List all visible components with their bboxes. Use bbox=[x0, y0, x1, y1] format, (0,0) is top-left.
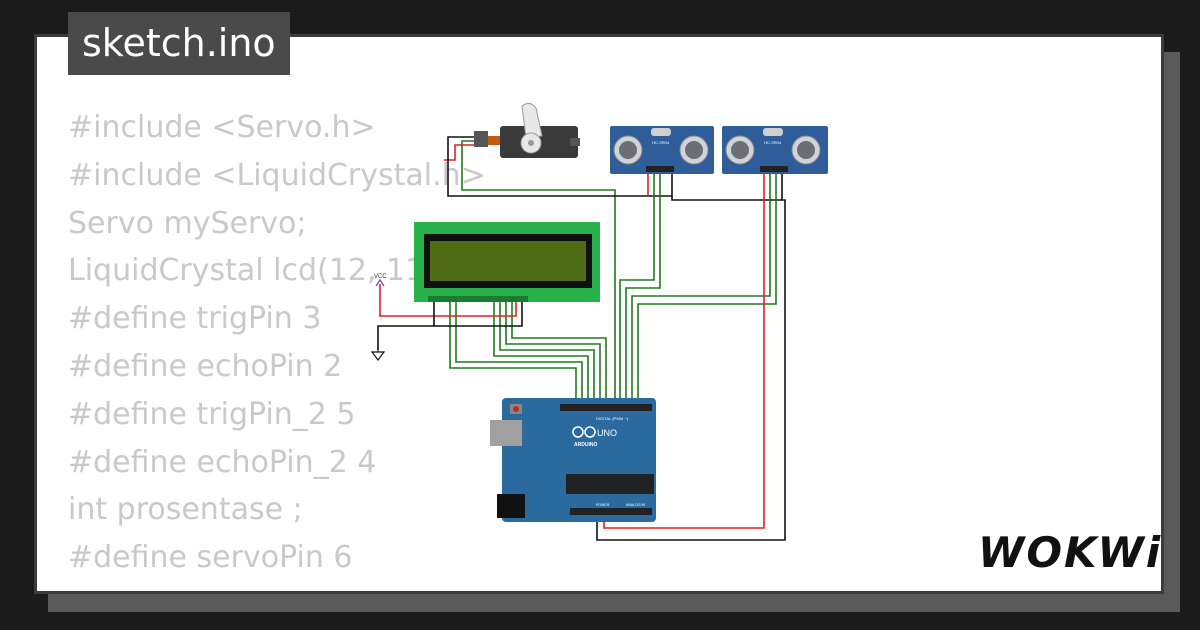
sensor2-wire bbox=[637, 172, 777, 404]
code-line: #include <Servo.h> bbox=[68, 110, 376, 145]
lcd-wire bbox=[499, 302, 595, 404]
lcd-wire bbox=[493, 302, 589, 404]
analog-label: ANALOG IN bbox=[626, 503, 646, 507]
lcd-display[interactable] bbox=[414, 222, 600, 302]
lcd-wire bbox=[449, 302, 577, 404]
code-line: #define trigPin 3 bbox=[68, 301, 322, 337]
code-line: #define trigPin_2 5 bbox=[68, 396, 356, 432]
sketch-title: sketch.ino bbox=[68, 12, 290, 75]
arduino-label: ARDUINO bbox=[574, 442, 597, 448]
code-line: LiquidCrystal lcd(12, 11 bbox=[68, 253, 425, 289]
code-line: #include <LiquidCrystal.h> bbox=[68, 157, 486, 193]
sensor2-vcc-wire bbox=[603, 172, 765, 529]
ground-symbol bbox=[370, 350, 386, 361]
servo-signal-wire bbox=[461, 140, 616, 404]
lcd-power-wire bbox=[379, 284, 517, 317]
sensor1-wire bbox=[625, 172, 661, 404]
code-line: Servo myServo; bbox=[68, 205, 307, 241]
sensor2-wire bbox=[631, 172, 771, 404]
atmega-chip bbox=[566, 474, 654, 494]
lcd-ground-wire bbox=[377, 302, 435, 350]
usb-port bbox=[490, 420, 522, 446]
sensor-label: HC-SR04 bbox=[764, 140, 782, 145]
code-line: #define echoPin 2 bbox=[68, 348, 343, 384]
wokwi-logo: WOKWi bbox=[978, 528, 1163, 577]
wires bbox=[377, 136, 786, 541]
lcd-ground-wire bbox=[434, 302, 523, 327]
lcd-wire bbox=[511, 302, 607, 404]
servo-ground-wire bbox=[447, 136, 672, 197]
servo-power-wire bbox=[444, 144, 478, 161]
uno-label: UNO bbox=[597, 428, 617, 438]
arduino-logo bbox=[572, 426, 596, 438]
reset-button[interactable] bbox=[513, 406, 519, 412]
servo-connector bbox=[474, 131, 488, 147]
power-label: POWER bbox=[596, 503, 610, 507]
code-line: #define servoPin 6 bbox=[68, 540, 353, 576]
arduino-uno-board[interactable]: DIGITAL (PWM ~) UNO ARDUINO POWER ANALOG… bbox=[490, 398, 656, 522]
digital-header bbox=[560, 404, 652, 411]
power-analog-header bbox=[570, 508, 652, 515]
code-snippet: #include <Servo.h> #include <LiquidCryst… bbox=[68, 104, 486, 582]
ultrasonic-sensor-2[interactable]: HC-SR04 bbox=[722, 126, 828, 174]
lcd-wire bbox=[505, 302, 601, 404]
sensor1-gnd-wire bbox=[596, 172, 786, 541]
vcc-symbol: VCC bbox=[374, 274, 387, 287]
ultrasonic-sensor-1[interactable]: HC-SR04 bbox=[610, 126, 714, 174]
sensor-label: HC-SR04 bbox=[652, 140, 670, 145]
vcc-label: VCC bbox=[374, 274, 387, 280]
power-jack bbox=[497, 494, 525, 518]
digital-label: DIGITAL (PWM ~) bbox=[596, 416, 629, 421]
code-line: #define echoPin_2 4 bbox=[68, 444, 377, 480]
sensor1-wire bbox=[619, 172, 655, 404]
code-line: int prosentase ; bbox=[68, 492, 303, 528]
servo-motor[interactable] bbox=[474, 102, 580, 158]
servo-horn bbox=[521, 102, 543, 139]
lcd-wire bbox=[455, 302, 583, 404]
